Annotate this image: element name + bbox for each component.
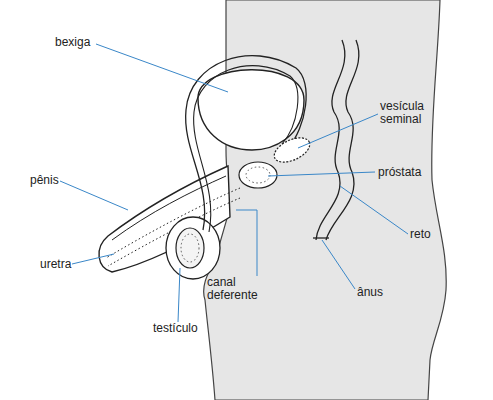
seminal-vesicle-shape	[271, 133, 314, 167]
leader-line	[96, 44, 228, 92]
leader-line	[340, 186, 408, 234]
part-label: próstata	[378, 166, 421, 179]
scrotum-shape	[166, 217, 220, 279]
rectum-wall	[326, 40, 359, 240]
leader-line	[268, 172, 375, 176]
leader-line	[298, 114, 378, 148]
leader-line	[236, 210, 257, 276]
part-label: pênis	[30, 174, 59, 187]
rectum-wall	[316, 40, 345, 240]
leader-line	[322, 240, 355, 289]
prostate-texture	[246, 167, 270, 183]
testicle-texture	[181, 234, 199, 262]
part-label: canal deferente	[207, 276, 267, 302]
leader-line	[60, 181, 128, 210]
leader-line	[72, 254, 114, 264]
testicle-shape	[176, 228, 204, 268]
part-label: ânus	[357, 286, 383, 299]
part-label: vesícula seminal	[380, 100, 440, 126]
leader-line	[178, 268, 180, 322]
body-silhouette	[204, 0, 447, 400]
prostate-shape	[239, 162, 277, 188]
part-label: bexiga	[55, 36, 90, 49]
anus-opening	[313, 237, 329, 238]
bladder-shape	[198, 70, 304, 150]
part-label: reto	[410, 228, 431, 241]
part-label: uretra	[40, 258, 71, 271]
part-label: testículo	[153, 322, 198, 335]
